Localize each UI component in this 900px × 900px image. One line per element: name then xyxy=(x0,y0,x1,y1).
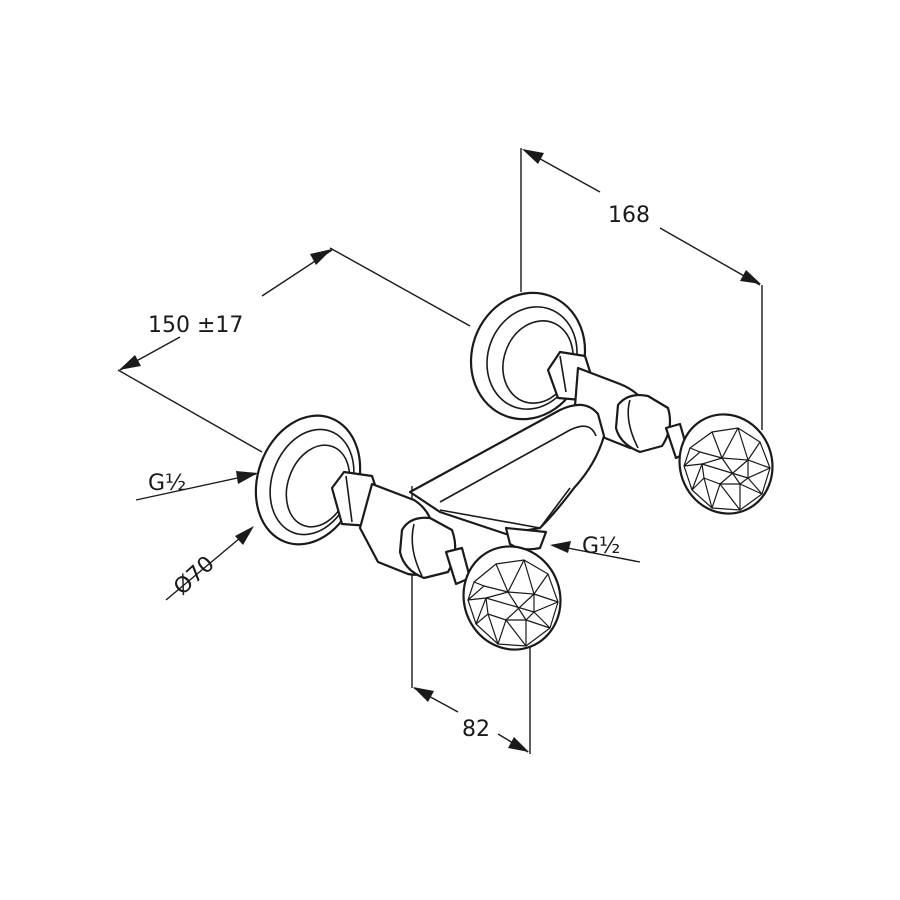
diameter-callout: Ø70 xyxy=(165,526,254,601)
dimension-label-82: 82 xyxy=(462,717,490,742)
arrow-head xyxy=(236,471,258,484)
crystal-knob-right xyxy=(664,413,774,515)
mixer-body xyxy=(254,291,774,651)
dimension-150: 150 ±17 xyxy=(117,247,471,453)
central-body xyxy=(408,403,606,536)
thread-callout-left: G½ xyxy=(135,471,258,501)
crystal-knob-left xyxy=(444,545,562,651)
arrow-head xyxy=(550,541,571,553)
dimension-label-150: 150 ±17 xyxy=(148,313,243,338)
thread-callout-right: G½ xyxy=(550,534,641,563)
dimension-82: 82 xyxy=(411,486,531,754)
dimension-168: 168 xyxy=(520,148,763,430)
thread-label-left: G½ xyxy=(148,471,186,496)
arrow-head xyxy=(119,355,141,370)
arrow-head xyxy=(310,249,332,265)
dimension-label-168: 168 xyxy=(608,203,650,228)
diameter-label: Ø70 xyxy=(169,552,219,601)
thread-label-right: G½ xyxy=(582,534,620,559)
left-collar xyxy=(398,516,457,580)
arrow-head xyxy=(413,687,434,702)
arrow-head xyxy=(522,149,544,164)
right-collar xyxy=(614,393,672,454)
arrow-head xyxy=(508,737,529,752)
arrow-head xyxy=(740,270,761,284)
arrow-head xyxy=(235,526,254,545)
